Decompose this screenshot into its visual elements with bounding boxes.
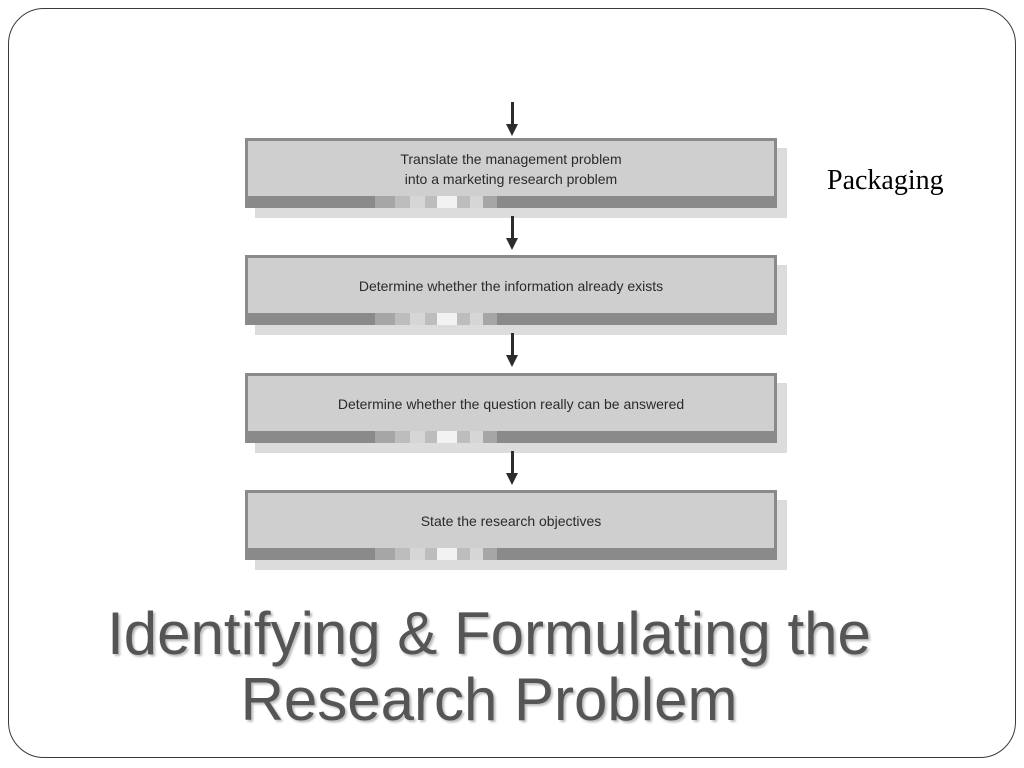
arrow-down-icon xyxy=(505,451,519,487)
arrow-shaft xyxy=(511,102,514,128)
slide: Translate the management problem into a … xyxy=(8,8,1016,758)
slide-title-line-2: Research Problem xyxy=(240,666,738,733)
arrow-shaft xyxy=(511,333,514,359)
flow-step-2: Determine whether the information alread… xyxy=(245,255,789,339)
flow-step-box: Determine whether the question really ca… xyxy=(245,373,777,443)
flow-step-band xyxy=(245,548,777,560)
arrow-shaft xyxy=(511,451,514,477)
flow-step-1: Translate the management problem into a … xyxy=(245,138,789,222)
slide-title-line-1: Identifying & Formulating the xyxy=(107,600,871,667)
flow-step-text: Determine whether the information alread… xyxy=(358,278,664,294)
flow-step-3: Determine whether the question really ca… xyxy=(245,373,789,457)
arrow-head xyxy=(506,238,518,250)
arrow-head xyxy=(506,473,518,485)
flow-step-box: State the research objectives xyxy=(245,490,777,560)
flow-step-box: Translate the management problem into a … xyxy=(245,138,777,208)
flowchart: Translate the management problem into a … xyxy=(9,9,1015,609)
side-label-packaging: Packaging xyxy=(827,165,944,196)
flow-step-text: State the research objectives xyxy=(420,513,602,529)
arrow-head xyxy=(506,124,518,136)
flow-step-text: Determine whether the question really ca… xyxy=(337,396,685,412)
arrow-shaft xyxy=(511,216,514,242)
flow-step-box: Determine whether the information alread… xyxy=(245,255,777,325)
flow-step-band xyxy=(245,313,777,325)
arrow-down-icon xyxy=(505,102,519,138)
arrow-head xyxy=(506,355,518,367)
flow-step-band xyxy=(245,431,777,443)
arrow-down-icon xyxy=(505,333,519,369)
flow-step-4: State the research objectives xyxy=(245,490,789,574)
flow-step-text: Translate the management problem into a … xyxy=(400,151,622,187)
slide-title: Identifying & Formulating the Research P… xyxy=(9,601,969,733)
flow-step-band xyxy=(245,196,777,208)
arrow-down-icon xyxy=(505,216,519,252)
